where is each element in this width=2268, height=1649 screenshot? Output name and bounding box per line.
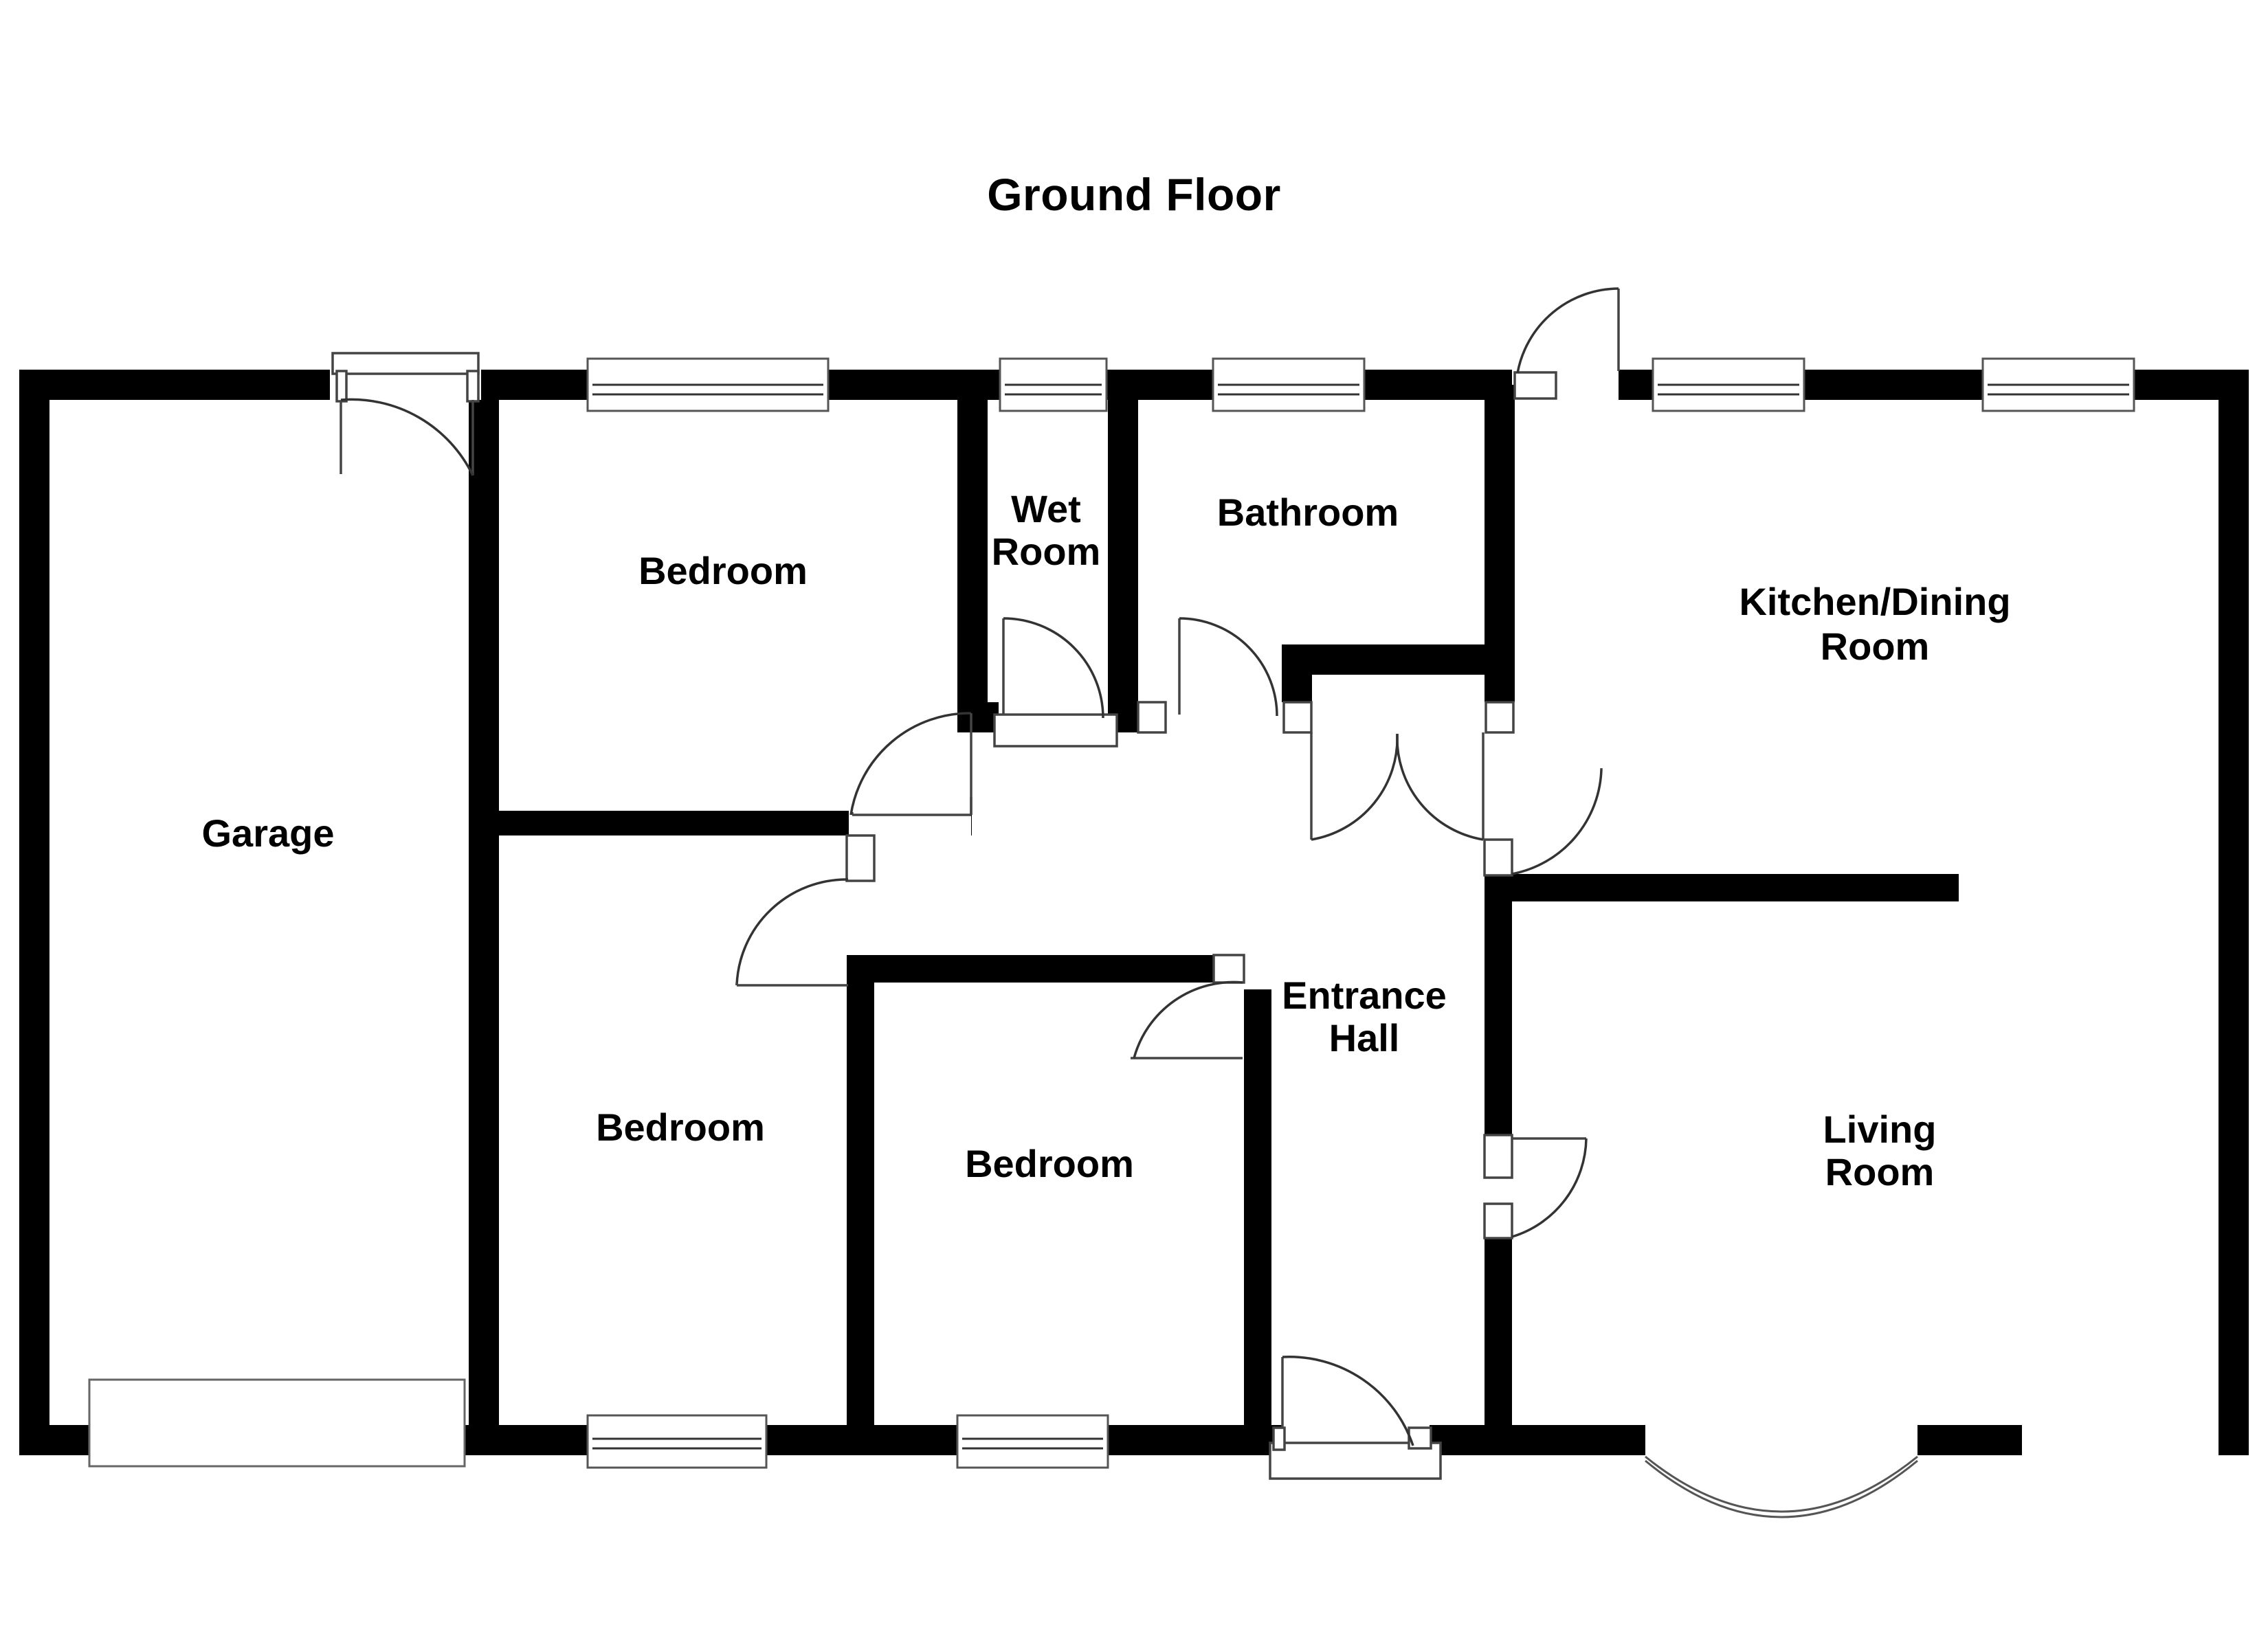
wall-bedroom-divider [847, 955, 874, 1455]
door-living-room[interactable] [1483, 1134, 1588, 1239]
wall-bathroom-east [1485, 385, 1515, 732]
door-garage-vehicle[interactable] [88, 1378, 466, 1468]
win-kitchen-north-2 [1981, 357, 2135, 412]
wall-hall-west [1244, 989, 1271, 1455]
windows-south [586, 1414, 1109, 1469]
win-bathroom-north [1212, 357, 1366, 412]
door-bathroom[interactable] [1137, 617, 1278, 734]
door-hall-double[interactable] [1282, 701, 1515, 841]
wall-north-garage-left [19, 370, 330, 400]
room-label-bedroom-mid: Bedroom [965, 1142, 1134, 1185]
wall-north-seg-e [1619, 370, 1653, 400]
wall-south-seg-e [1917, 1425, 2022, 1455]
room-label-bathroom: Bathroom [1217, 491, 1399, 534]
wall-south-seg-d [1430, 1425, 1645, 1455]
wall-wetroom-west [957, 385, 988, 732]
wall-west-exterior [19, 370, 49, 1455]
wall-east-exterior [2219, 370, 2249, 1455]
room-label-kitchen-line2: Room [1821, 625, 1930, 668]
interior-walls [469, 370, 1959, 1455]
room-label-entrance-hall-line2: Hall [1329, 1016, 1400, 1059]
win-bedroom-top-north [586, 357, 830, 412]
wall-wetroom-east [1108, 385, 1138, 732]
wall-wetroom-south-left [957, 702, 999, 732]
win-kitchen-north-1 [1652, 357, 1805, 412]
wall-kitchen-living-divide [1485, 874, 1959, 901]
room-label-kitchen-line1: Kitchen/Dining [1739, 580, 2010, 623]
windows-north [586, 357, 2135, 412]
wall-north-seg-f [1804, 370, 1983, 400]
page-title: Ground Floor [987, 169, 1281, 220]
win-bedroom-mid-south [956, 1414, 1109, 1469]
door-front-entrance[interactable] [1269, 1355, 1442, 1480]
door-bedroom-left[interactable] [735, 834, 876, 987]
wall-hall-east-lower [1485, 1237, 1512, 1455]
wall-bathroom-south [1282, 644, 1485, 675]
room-label-wet-room-line2: Room [992, 530, 1101, 573]
win-bedroom-left-south [586, 1414, 768, 1469]
room-label-living-room-line2: Room [1825, 1150, 1935, 1193]
door-kitchen[interactable] [1513, 287, 1620, 400]
door-bedroom-mid[interactable] [1131, 954, 1245, 1059]
door-garage-entry[interactable] [330, 352, 481, 476]
room-labels: Garage Bedroom Wet Room Bathroom Kitchen… [202, 487, 2011, 1193]
bay-living-room [1645, 1455, 1918, 1518]
wall-hall-east-upper [1485, 874, 1512, 1135]
door-wet-room[interactable] [993, 617, 1118, 748]
room-label-wet-room-line1: Wet [1011, 487, 1081, 530]
wall-south-garage-left [19, 1425, 100, 1455]
room-label-bedroom-top: Bedroom [638, 549, 808, 592]
room-label-living-room-line1: Living [1823, 1108, 1937, 1151]
room-label-bedroom-left: Bedroom [596, 1106, 765, 1149]
door-hall-kitchen-upper[interactable] [1483, 768, 1603, 877]
room-label-entrance-hall-line1: Entrance [1282, 974, 1447, 1017]
room-label-garage: Garage [202, 811, 335, 855]
door-bedroom-top[interactable] [849, 712, 972, 835]
wall-garage-divide [469, 370, 499, 1455]
wall-bedroom-mid-north [874, 955, 1214, 983]
win-wet-room-north [999, 357, 1108, 412]
